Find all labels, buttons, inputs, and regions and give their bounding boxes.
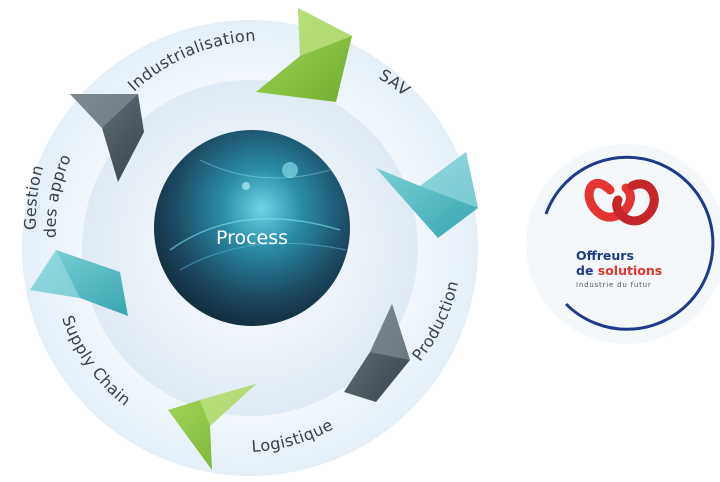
arrow-industrialisation [256,8,352,102]
arrow-gestion-appros [70,94,144,182]
center-label: Process [216,227,288,249]
brand-logo-icon [584,178,659,226]
brand-name-line1: Offreurs [576,248,634,263]
arrow-supply-chain [30,250,128,316]
brand-badge: Offreurs de solutions Industrie du futur [526,144,720,344]
arrow-logistique [168,384,256,470]
arrow-sav [376,152,478,238]
brand-ring [544,155,715,331]
brand-tagline: Industrie du futur [576,281,652,289]
process-core: Process [154,130,350,326]
arrow-production [344,304,410,402]
brand-name-line2: de solutions [576,263,662,278]
